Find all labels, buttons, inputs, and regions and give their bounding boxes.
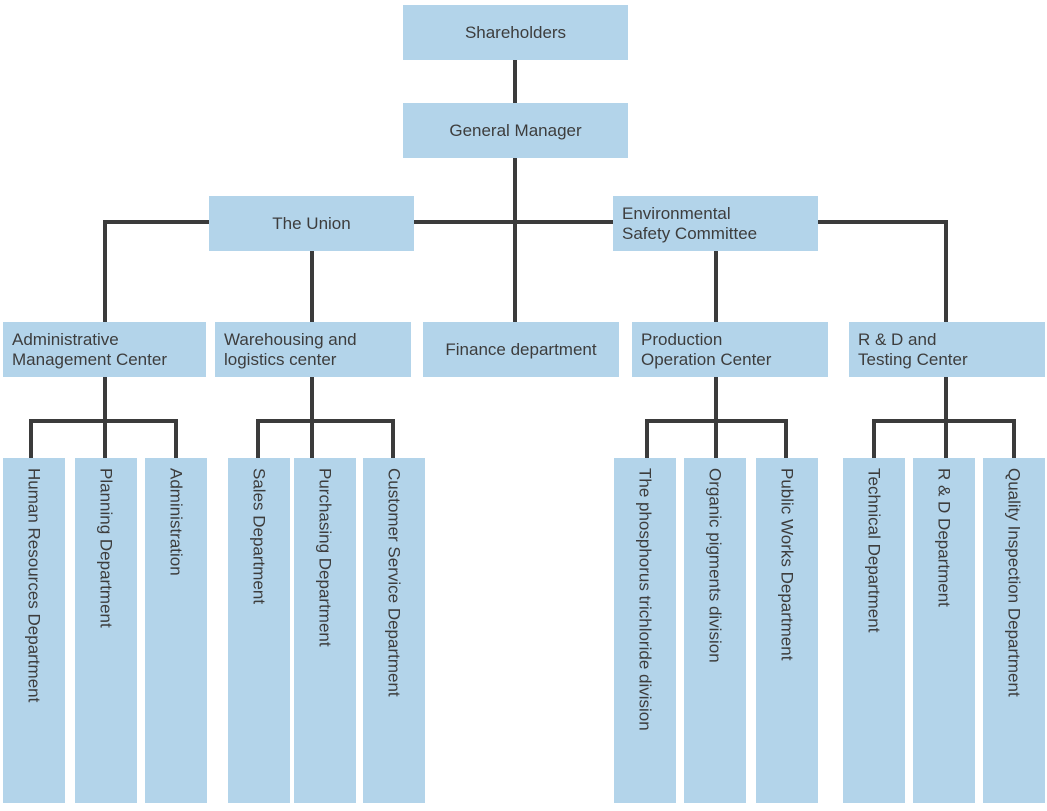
- leaf-customer-service-department-label: Customer Service Department: [384, 468, 404, 697]
- node-shareholders[interactable]: Shareholders: [403, 5, 628, 60]
- connector-spine-trunk-to-esc: [513, 220, 615, 224]
- leaf-administration[interactable]: Administration: [145, 458, 207, 803]
- node-the-union-label: The Union: [272, 213, 351, 233]
- leaf-technical-department-label: Technical Department: [864, 468, 884, 633]
- leaf-public-works-department-label: Public Works Department: [777, 468, 797, 661]
- leaf-human-resources-department[interactable]: Human Resources Department: [3, 458, 65, 803]
- node-the-union[interactable]: The Union: [209, 196, 414, 251]
- connector-spine-union-to-trunk: [412, 220, 515, 224]
- connector-union-left-arm: [103, 220, 211, 224]
- connector-rd-drop-3: [1012, 419, 1016, 461]
- leaf-purchasing-department-label: Purchasing Department: [315, 468, 335, 647]
- connector-production-drop-1: [645, 419, 649, 461]
- connector-warehousing-drop-1: [256, 419, 260, 461]
- connector-admin-drop-3: [174, 419, 178, 461]
- connector-admin-stem: [103, 377, 107, 421]
- connector-rd-drop-2: [944, 419, 948, 461]
- leaf-technical-department[interactable]: Technical Department: [843, 458, 905, 803]
- connector-warehousing-drop-3: [391, 419, 395, 461]
- leaf-human-resources-department-label: Human Resources Department: [24, 468, 44, 703]
- connector-admin-drop-1: [29, 419, 33, 461]
- leaf-planning-department-label: Planning Department: [96, 468, 116, 628]
- node-finance-department[interactable]: Finance department: [423, 322, 619, 377]
- node-finance-department-label: Finance department: [445, 339, 597, 359]
- leaf-customer-service-department[interactable]: Customer Service Department: [363, 458, 425, 803]
- node-environmental-safety-committee-label: Environmental Safety Committee: [622, 203, 758, 243]
- node-administrative-management-center[interactable]: Administrative Management Center: [3, 322, 206, 377]
- node-rd-and-testing-center-label: R & D and Testing Center: [858, 329, 968, 369]
- connector-production-stem: [714, 377, 718, 421]
- leaf-planning-department[interactable]: Planning Department: [75, 458, 137, 803]
- leaf-phosphorus-trichloride-division[interactable]: The phosphorus trichloride division: [614, 458, 676, 803]
- connector-esc-right-arm: [816, 220, 946, 224]
- node-rd-and-testing-center[interactable]: R & D and Testing Center: [849, 322, 1045, 377]
- connector-general-manager-trunk: [513, 158, 517, 324]
- leaf-sales-department-label: Sales Department: [249, 468, 269, 605]
- leaf-quality-inspection-department-label: Quality Inspection Department: [1004, 468, 1024, 697]
- leaf-organic-pigments-division[interactable]: Organic pigments division: [684, 458, 746, 803]
- leaf-rd-department[interactable]: R & D Department: [913, 458, 975, 803]
- node-environmental-safety-committee[interactable]: Environmental Safety Committee: [613, 196, 818, 251]
- connector-esc-to-production: [714, 248, 718, 324]
- leaf-purchasing-department[interactable]: Purchasing Department: [294, 458, 356, 803]
- connector-warehousing-stem: [310, 377, 314, 421]
- node-production-operation-center[interactable]: Production Operation Center: [632, 322, 828, 377]
- node-general-manager-label: General Manager: [449, 120, 582, 140]
- node-general-manager[interactable]: General Manager: [403, 103, 628, 158]
- connector-shareholders-to-general-manager: [513, 60, 517, 105]
- node-shareholders-label: Shareholders: [464, 22, 567, 42]
- node-warehousing-and-logistics-center[interactable]: Warehousing and logistics center: [215, 322, 411, 377]
- leaf-public-works-department[interactable]: Public Works Department: [756, 458, 818, 803]
- connector-production-drop-3: [784, 419, 788, 461]
- leaf-phosphorus-trichloride-division-label: The phosphorus trichloride division: [635, 468, 655, 731]
- connector-rd-stem: [944, 377, 948, 421]
- connector-admin-drop-2: [103, 419, 107, 461]
- leaf-organic-pigments-division-label: Organic pigments division: [705, 468, 725, 663]
- connector-rd-drop-1: [872, 419, 876, 461]
- connector-production-drop-2: [714, 419, 718, 461]
- leaf-quality-inspection-department[interactable]: Quality Inspection Department: [983, 458, 1045, 803]
- node-warehousing-and-logistics-center-label: Warehousing and logistics center: [224, 329, 357, 369]
- connector-union-left-drop: [103, 220, 107, 324]
- node-administrative-management-center-label: Administrative Management Center: [12, 329, 167, 369]
- connector-warehousing-bar: [256, 419, 395, 423]
- leaf-rd-department-label: R & D Department: [934, 468, 954, 607]
- connector-esc-right-drop: [944, 220, 948, 324]
- leaf-administration-label: Administration: [166, 468, 186, 576]
- connector-warehousing-drop-2: [310, 419, 314, 461]
- connector-union-to-warehousing: [310, 248, 314, 324]
- node-production-operation-center-label: Production Operation Center: [641, 329, 772, 369]
- leaf-sales-department[interactable]: Sales Department: [228, 458, 290, 803]
